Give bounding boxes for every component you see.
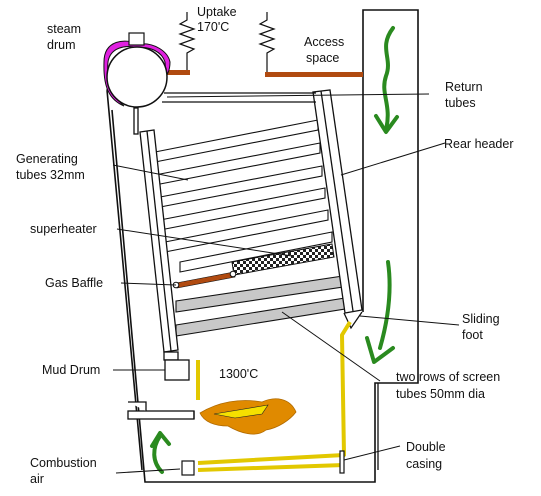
leader-lines [112, 93, 460, 474]
return-tubes [162, 92, 316, 103]
sliding-foot [343, 311, 363, 330]
burner-register [127, 401, 195, 420]
label-rear-header: Rear header [444, 137, 514, 151]
front-header [133, 107, 179, 353]
rear-header [312, 89, 363, 314]
downcomer-pipe [196, 320, 352, 472]
uptake-plates [165, 70, 363, 82]
air-inlet-arrow [365, 260, 395, 364]
screen-tubes [175, 275, 346, 337]
label-temperature: 1300'C [219, 367, 258, 381]
water-wall-outline [181, 450, 345, 476]
superheater [231, 243, 335, 276]
uptake-springs [178, 12, 276, 72]
mud-drum [163, 351, 190, 381]
flue-gas-arrow [374, 26, 399, 134]
label-gas-baffle: Gas Baffle [45, 276, 103, 290]
gas-baffle [172, 270, 237, 289]
flame [199, 398, 297, 435]
combustion-air-arrow [150, 431, 171, 474]
label-mud-drum: Mud Drum [42, 363, 100, 377]
label-superheater: superheater [30, 222, 97, 236]
steam-drum [103, 32, 171, 108]
